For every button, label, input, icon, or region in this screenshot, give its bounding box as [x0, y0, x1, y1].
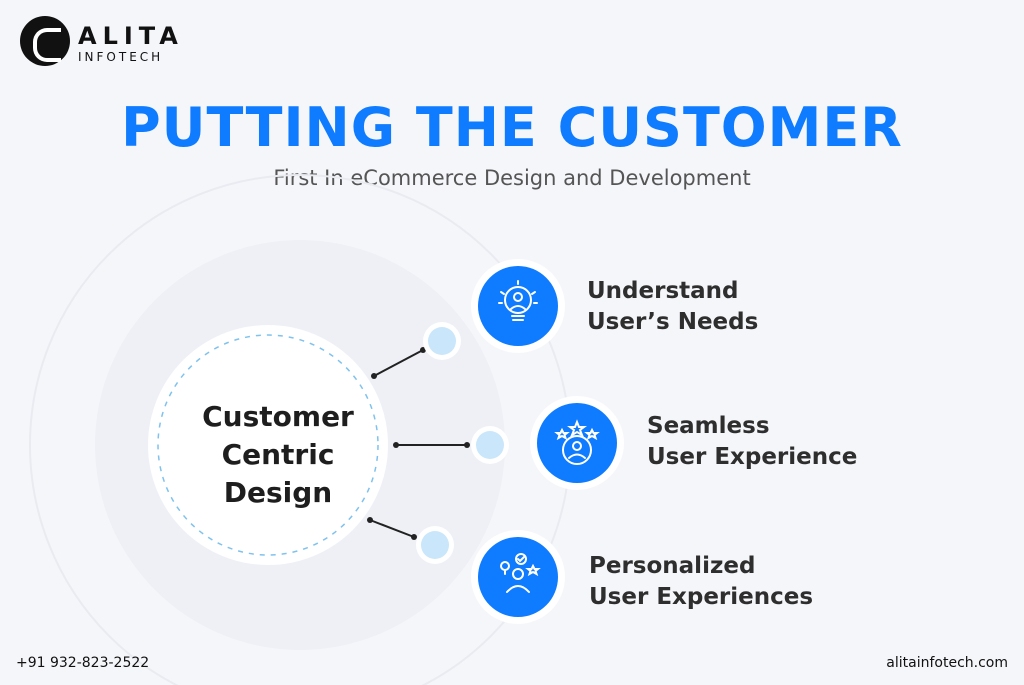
connector-line-1 [373, 349, 424, 377]
node-circle-3 [478, 537, 558, 617]
brand-name: ALITA [78, 22, 184, 50]
brand-logo: ALITA INFOTECH [20, 16, 190, 72]
page-title: PUTTING THE CUSTOMER [121, 96, 903, 159]
item-label-1-line2: User’s Needs [587, 309, 759, 335]
connector-end-3b [411, 534, 417, 540]
lightbulb-person-icon [498, 280, 538, 321]
dot-1 [428, 327, 456, 355]
page-subtitle: First In eCommerce Design and Developmen… [273, 166, 751, 190]
item-label-2-line1: Seamless [647, 413, 770, 439]
dot-2 [476, 431, 504, 459]
item-label-1-line1: Understand [587, 278, 739, 304]
center-label-line1: Customer [202, 400, 354, 433]
item-label-seamless: Seamless User Experience [647, 411, 857, 473]
dot-3 [421, 531, 449, 559]
center-label: Customer Centric Design [168, 398, 388, 512]
logo-mark-icon [20, 16, 70, 66]
connector-end-3 [367, 517, 373, 523]
center-label-line2: Centric [221, 438, 335, 471]
center-circle [148, 325, 388, 565]
item-label-understand: Understand User’s Needs [587, 276, 758, 338]
brand-subname: INFOTECH [78, 50, 164, 64]
item-label-3-line2: User Experiences [589, 584, 814, 610]
person-idea-icon [500, 553, 541, 593]
connector-end-2 [393, 442, 399, 448]
center-label-line3: Design [223, 476, 333, 509]
user-stars-icon [554, 419, 600, 465]
connector-end-2b [464, 442, 470, 448]
connector-end-1 [371, 373, 377, 379]
footer-website: alitainfotech.com [886, 655, 1008, 671]
item-label-personalized: Personalized User Experiences [589, 551, 813, 613]
item-label-2-line2: User Experience [647, 444, 858, 470]
item-label-3-line1: Personalized [589, 553, 756, 579]
footer-phone: +91 932-823-2522 [16, 655, 150, 671]
connector-line-3 [369, 519, 415, 538]
connector-end-1b [420, 347, 426, 353]
center-dashed-ring [157, 334, 379, 556]
